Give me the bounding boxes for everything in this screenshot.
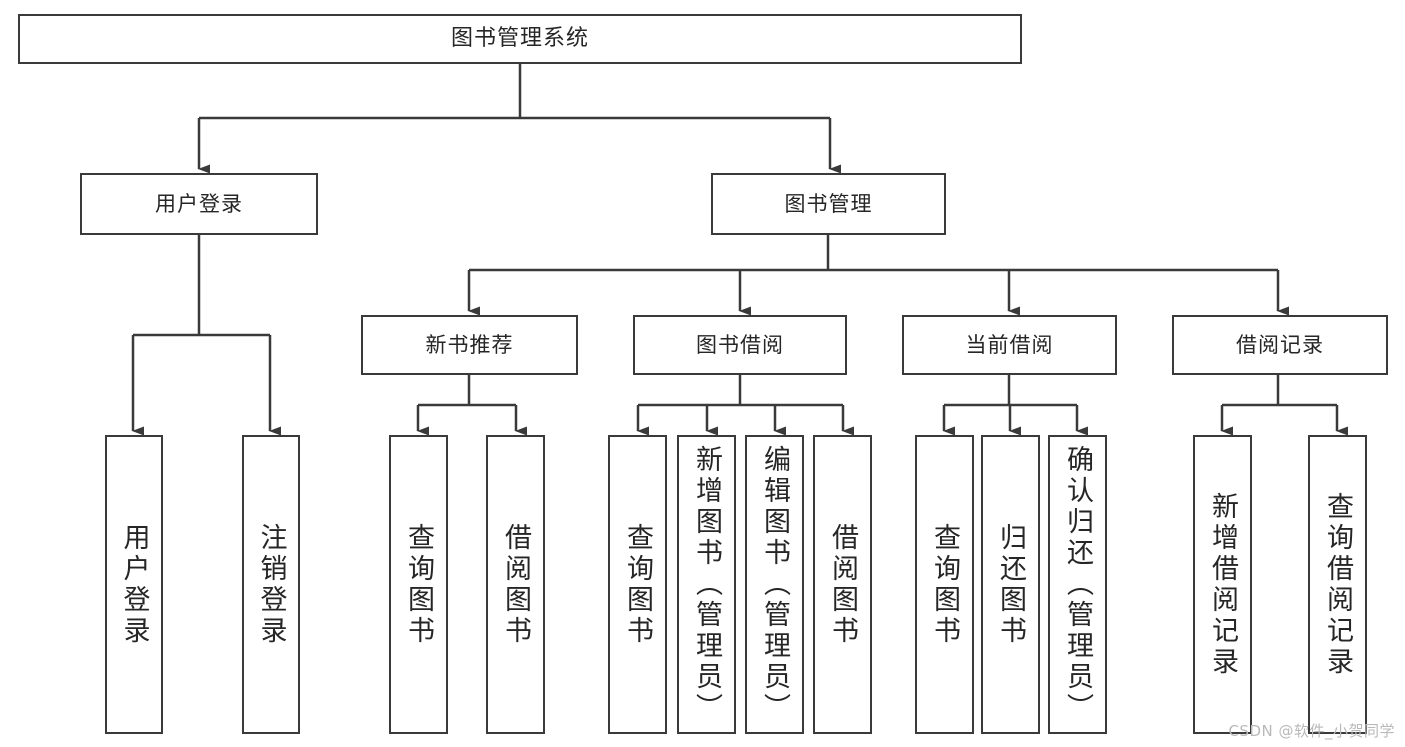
leaf-logout[interactable]: 注销登录 bbox=[242, 435, 300, 734]
leaf-query-book-current[interactable]: 查询图书 bbox=[915, 435, 974, 734]
node-label: 归还图书 bbox=[995, 522, 1026, 647]
node-label: 借阅记录 bbox=[1236, 332, 1324, 357]
node-label: 编辑图书（管理员） bbox=[759, 445, 790, 724]
node-user-login[interactable]: 用户登录 bbox=[80, 173, 318, 235]
leaf-edit-book-admin[interactable]: 编辑图书（管理员） bbox=[745, 435, 804, 734]
node-label: 用户登录 bbox=[155, 191, 243, 216]
node-label: 新增图书（管理员） bbox=[691, 445, 722, 724]
node-root-system[interactable]: 图书管理系统 bbox=[18, 14, 1022, 64]
node-label: 借阅图书 bbox=[500, 522, 531, 647]
leaf-add-book-admin[interactable]: 新增图书（管理员） bbox=[677, 435, 736, 734]
node-label: 确认归还（管理员） bbox=[1062, 445, 1093, 724]
node-current-borrow[interactable]: 当前借阅 bbox=[902, 315, 1117, 375]
node-book-borrow[interactable]: 图书借阅 bbox=[633, 315, 847, 375]
leaf-query-borrow-record[interactable]: 查询借阅记录 bbox=[1308, 435, 1367, 734]
node-book-management[interactable]: 图书管理 bbox=[711, 173, 946, 235]
node-label: 注销登录 bbox=[255, 522, 287, 647]
leaf-borrow-book-newbook[interactable]: 借阅图书 bbox=[486, 435, 545, 734]
node-label: 查询图书 bbox=[403, 522, 434, 647]
node-label: 图书借阅 bbox=[696, 332, 784, 357]
leaf-confirm-return-admin[interactable]: 确认归还（管理员） bbox=[1048, 435, 1107, 734]
leaf-query-book-borrow[interactable]: 查询图书 bbox=[608, 435, 667, 734]
leaf-return-book[interactable]: 归还图书 bbox=[981, 435, 1040, 734]
node-label: 图书管理 bbox=[784, 191, 873, 216]
node-label: 当前借阅 bbox=[965, 332, 1054, 357]
leaf-add-borrow-record[interactable]: 新增借阅记录 bbox=[1193, 435, 1252, 734]
node-label: 新书推荐 bbox=[425, 332, 514, 357]
node-label: 借阅图书 bbox=[827, 522, 858, 647]
leaf-user-login[interactable]: 用户登录 bbox=[105, 435, 163, 734]
node-label: 图书管理系统 bbox=[450, 26, 589, 52]
node-label: 用户登录 bbox=[118, 522, 150, 647]
node-new-book-recommend[interactable]: 新书推荐 bbox=[361, 315, 578, 375]
csdn-watermark: CSDN @软件_小贺同学 bbox=[1228, 722, 1395, 740]
node-label: 新增借阅记录 bbox=[1207, 491, 1238, 678]
leaf-borrow-book[interactable]: 借阅图书 bbox=[813, 435, 872, 734]
node-label: 查询图书 bbox=[929, 522, 960, 647]
node-label: 查询借阅记录 bbox=[1322, 491, 1353, 678]
node-label: 查询图书 bbox=[622, 522, 653, 647]
node-borrow-record[interactable]: 借阅记录 bbox=[1172, 315, 1388, 375]
leaf-query-book-newbook[interactable]: 查询图书 bbox=[389, 435, 448, 734]
